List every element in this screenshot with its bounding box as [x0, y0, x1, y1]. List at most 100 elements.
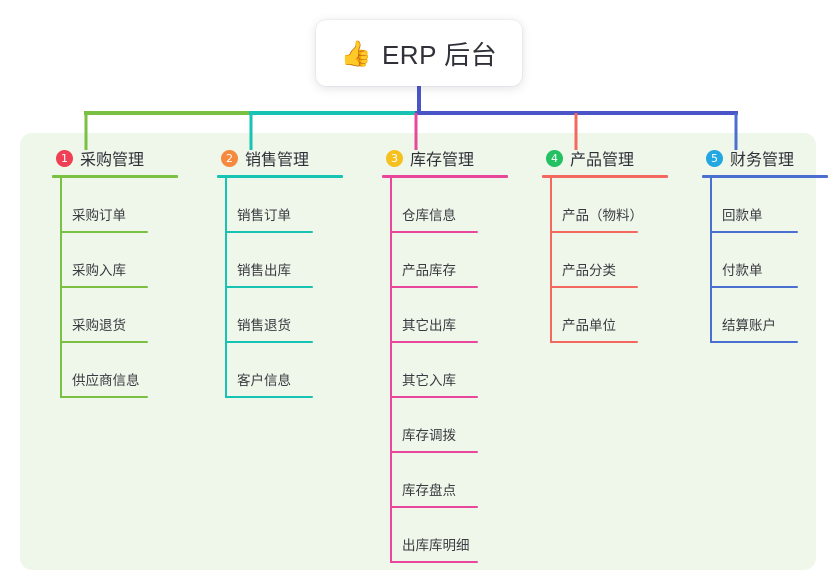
- root-node[interactable]: 👍 ERP 后台: [316, 20, 522, 86]
- branch-item-list: 产品（物料） 产品分类产品单位: [528, 178, 680, 343]
- branch-item-label: 采购退货: [72, 318, 126, 333]
- branch-item-label: 产品库存: [402, 263, 456, 278]
- branch-item[interactable]: 库存调拨: [390, 398, 520, 453]
- branch-item-underline: [390, 506, 478, 508]
- branch-item[interactable]: 回款单: [710, 178, 839, 233]
- branch-item[interactable]: 产品分类: [550, 233, 680, 288]
- branch-item[interactable]: 采购退货: [60, 288, 190, 343]
- branch-column-5: 5 财务管理回款单付款单结算账户: [688, 146, 839, 343]
- root-title: ERP 后台: [381, 39, 498, 70]
- branch-number-badge: 4: [546, 149, 563, 167]
- branch-header-5[interactable]: 5 财务管理: [688, 146, 839, 170]
- branch-underline: [217, 175, 343, 178]
- branch-item-label: 产品（物料）: [562, 208, 643, 223]
- branch-item[interactable]: 销售订单: [225, 178, 355, 233]
- branch-item-label: 其它入库: [402, 373, 456, 388]
- branch-item-underline: [60, 231, 148, 233]
- branch-item-underline: [710, 286, 798, 288]
- branch-title: 采购管理: [80, 152, 145, 169]
- branch-title: 库存管理: [410, 152, 475, 169]
- branches-panel: [20, 133, 816, 570]
- branch-item-label: 供应商信息: [72, 373, 140, 388]
- branch-item-list: 销售订单销售出库销售退货客户信息: [203, 178, 355, 398]
- branch-item-list: 采购订单采购入库采购退货供应商信息: [38, 178, 190, 398]
- branch-item-list: 回款单付款单结算账户: [688, 178, 839, 343]
- branch-spine: [710, 178, 712, 343]
- branch-item-label: 回款单: [722, 208, 763, 223]
- branch-column-2: 2 销售管理销售订单销售出库销售退货客户信息: [203, 146, 355, 398]
- branch-item[interactable]: 库存盘点: [390, 453, 520, 508]
- branch-item-label: 付款单: [722, 263, 763, 278]
- branch-item-label: 销售退货: [237, 318, 291, 333]
- branch-item[interactable]: 产品（物料）: [550, 178, 680, 233]
- branch-item-label: 销售订单: [237, 208, 291, 223]
- branch-item-label: 库存调拨: [402, 428, 456, 443]
- branch-underline: [702, 175, 828, 178]
- branch-item-label: 客户信息: [237, 373, 291, 388]
- branch-number-badge: 2: [221, 149, 238, 167]
- branch-item[interactable]: 产品库存: [390, 233, 520, 288]
- thumbs-up-emoji: 👍: [340, 38, 372, 68]
- branch-column-4: 4 产品管理产品（物料） 产品分类产品单位: [528, 146, 680, 343]
- branch-item-underline: [550, 231, 638, 233]
- branch-item[interactable]: 销售退货: [225, 288, 355, 343]
- branch-item-underline: [60, 396, 148, 398]
- branch-item-underline: [225, 341, 313, 343]
- branch-item-label: 出库库明细: [402, 538, 470, 553]
- branch-item[interactable]: 供应商信息: [60, 343, 190, 398]
- branch-item-label: 其它出库: [402, 318, 456, 333]
- branch-item[interactable]: 采购入库: [60, 233, 190, 288]
- branch-item-label: 库存盘点: [402, 483, 456, 498]
- branch-item-underline: [710, 341, 798, 343]
- branch-spine: [550, 178, 552, 343]
- branch-item-label: 产品单位: [562, 318, 616, 333]
- branch-item-underline: [710, 231, 798, 233]
- branch-title: 产品管理: [570, 152, 635, 169]
- branch-item-underline: [550, 341, 638, 343]
- branch-item[interactable]: 仓库信息: [390, 178, 520, 233]
- branch-item[interactable]: 付款单: [710, 233, 839, 288]
- branch-item[interactable]: 其它出库: [390, 288, 520, 343]
- branch-spine: [225, 178, 227, 398]
- branch-item-label: 结算账户: [722, 318, 776, 333]
- branch-underline: [542, 175, 668, 178]
- branch-item-underline: [60, 341, 148, 343]
- branch-item-underline: [225, 231, 313, 233]
- branch-header-4[interactable]: 4 产品管理: [528, 146, 680, 170]
- branch-item-underline: [390, 286, 478, 288]
- branch-item-underline: [225, 396, 313, 398]
- branch-item-underline: [390, 561, 478, 563]
- branch-item-underline: [550, 286, 638, 288]
- branch-item[interactable]: 采购订单: [60, 178, 190, 233]
- branch-title: 销售管理: [245, 152, 310, 169]
- branch-underline: [382, 175, 508, 178]
- branch-item[interactable]: 结算账户: [710, 288, 839, 343]
- branch-item[interactable]: 其它入库: [390, 343, 520, 398]
- branch-item[interactable]: 客户信息: [225, 343, 355, 398]
- branch-item-label: 产品分类: [562, 263, 616, 278]
- branch-item-label: 仓库信息: [402, 208, 456, 223]
- branch-item-underline: [60, 286, 148, 288]
- branch-number-badge: 5: [706, 149, 723, 167]
- branch-item-underline: [390, 341, 478, 343]
- branch-item-label: 采购订单: [72, 208, 126, 223]
- branch-header-2[interactable]: 2 销售管理: [203, 146, 355, 170]
- branch-item-underline: [225, 286, 313, 288]
- root-node-content: 👍 ERP 后台: [341, 35, 497, 72]
- branch-underline: [52, 175, 178, 178]
- branch-item[interactable]: 销售出库: [225, 233, 355, 288]
- branch-title: 财务管理: [730, 152, 795, 169]
- branch-item-underline: [390, 396, 478, 398]
- branch-spine: [60, 178, 62, 398]
- branch-item[interactable]: 出库库明细: [390, 508, 520, 563]
- branch-item-label: 销售出库: [237, 263, 291, 278]
- branch-item[interactable]: 产品单位: [550, 288, 680, 343]
- branch-spine: [390, 178, 392, 563]
- branch-item-underline: [390, 451, 478, 453]
